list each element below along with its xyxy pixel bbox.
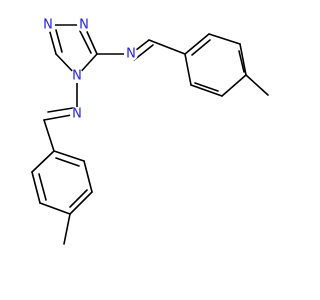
atom-n-imine: N [126, 47, 136, 62]
ring-bond [184, 33, 210, 55]
ring-bond [190, 84, 223, 97]
ring-bond-inner [191, 39, 211, 56]
atom-n4: N [72, 69, 82, 84]
ring-bond [39, 202, 71, 215]
molecule-structure: N N N N N [31, 18, 269, 245]
bond-n2-c3-double [79, 30, 92, 54]
atom-n2: N [79, 18, 89, 33]
right-imine-arm [96, 39, 186, 61]
ring-bond [31, 150, 55, 173]
ring-bond-inner [69, 189, 88, 208]
ring-bond [83, 160, 93, 193]
bond-methyl [63, 213, 71, 245]
ring-bond [31, 171, 41, 204]
ring-bond-inner [38, 173, 47, 201]
ring-bond [69, 191, 93, 215]
bond-methyl [245, 74, 269, 96]
right-tolyl-ring [184, 33, 269, 97]
bond-n-amine-ch-double [47, 107, 74, 113]
ring-bond-inner [238, 50, 245, 73]
bond-c5-n1-double [55, 29, 63, 53]
ring-bond [53, 150, 85, 162]
ring-bond [239, 43, 247, 76]
ring-bond [208, 33, 241, 45]
bond-ch-aryl-lower [43, 119, 55, 152]
lower-tolyl-ring [31, 150, 93, 245]
bond-imine-n-ch-double [133, 44, 154, 61]
ring-bond-inner [55, 157, 80, 167]
bond-ch-aryl [148, 39, 186, 55]
atom-n1: N [43, 18, 53, 33]
atom-labels: N N N N N [41, 18, 138, 122]
ring-bond [221, 74, 247, 97]
atom-n-amine: N [72, 107, 82, 122]
ring-bond-inner [194, 82, 219, 92]
ring-bond [184, 53, 192, 86]
